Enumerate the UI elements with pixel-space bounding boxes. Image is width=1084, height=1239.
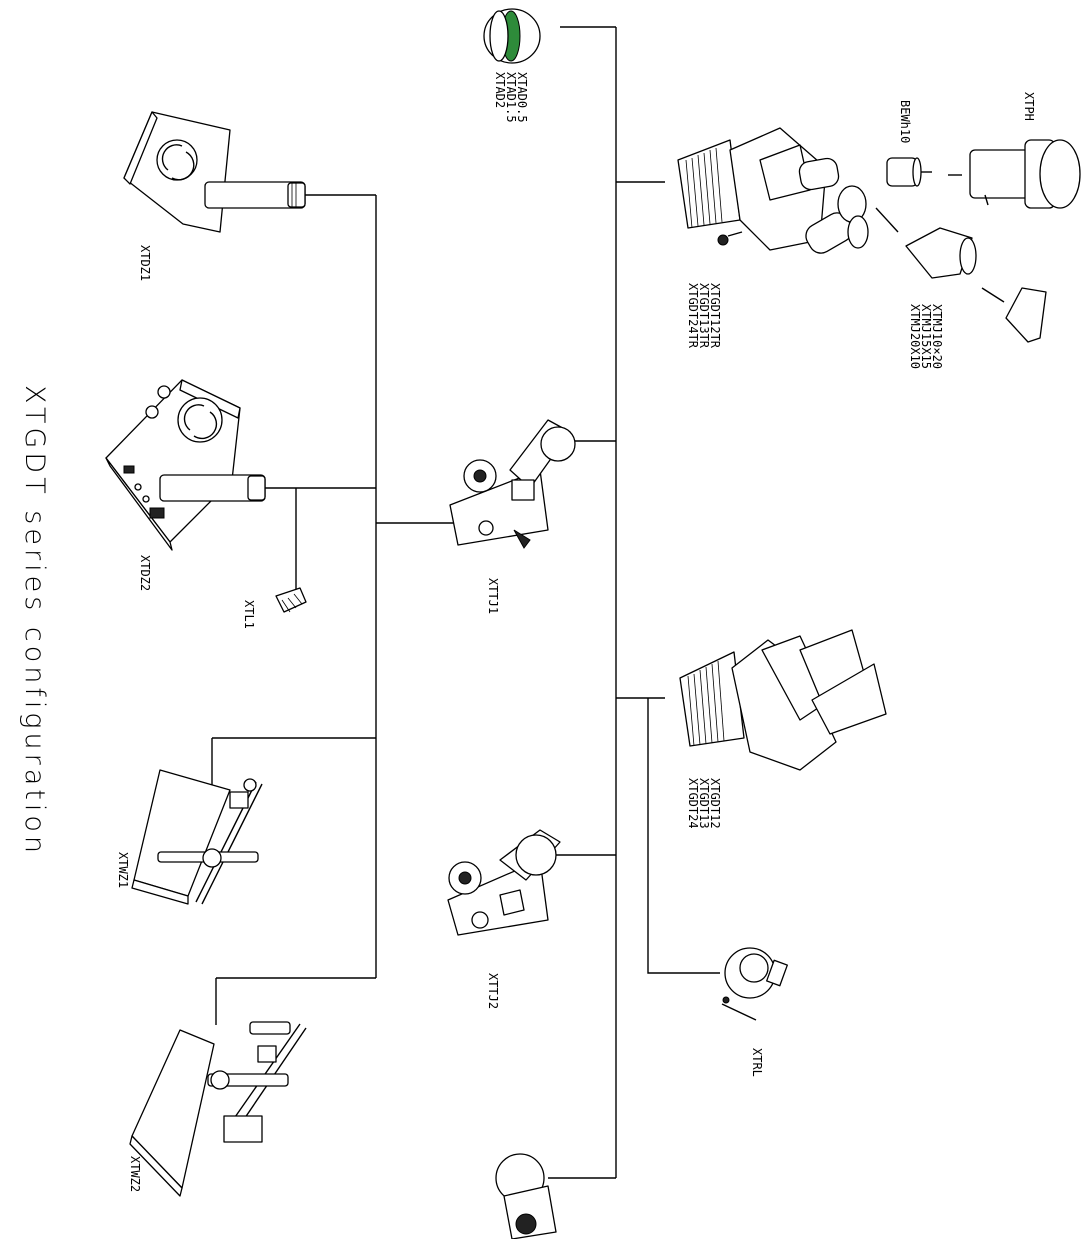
photo-adapter-icon <box>970 140 1080 208</box>
light-probe-icon <box>276 588 306 612</box>
label-arm-stand-2: XTWZ2 <box>129 1156 140 1192</box>
label-ring-light: XTRL <box>751 1048 762 1077</box>
label-eyepieces: XTMJ10×20 XTMJ15X15 XTMJ20X10 <box>909 304 942 369</box>
ring-light-icon <box>722 948 787 1020</box>
round-base-icon <box>124 112 305 232</box>
label-adapters: XTAD0.5 XTAD1.5 XTAD2 <box>494 72 527 123</box>
trinocular-head-icon <box>678 128 868 257</box>
label-trinocular-head: XTGDT12TR XTGDT13TR XTGDT24TR <box>687 283 720 348</box>
adapter-ring-icon <box>484 9 540 63</box>
label-light-probe: XTL1 <box>243 600 254 629</box>
binocular-head-icon <box>680 630 886 770</box>
connector-lines <box>212 27 1004 1178</box>
arm-stand-1-icon <box>132 770 262 904</box>
lighted-base-icon <box>106 380 265 550</box>
label-focus-mount-1: XTTJ1 <box>487 578 498 614</box>
label-ring-base: XTDZ1 <box>139 245 150 281</box>
arm-stand-2-icon <box>130 1022 306 1196</box>
label-arm-stand-1: XTWZ1 <box>117 852 128 888</box>
partial-head-icon <box>496 1154 556 1239</box>
label-light-base: XTDZ2 <box>139 555 150 591</box>
label-focus-mount-2: XTTJ2 <box>487 973 498 1009</box>
focus-mount-1-icon <box>450 420 575 548</box>
barlow-lens-icon <box>887 158 921 186</box>
diagram-title: XTGDT series configuration <box>19 385 50 857</box>
label-barlow: BEWh10 <box>899 100 910 143</box>
label-photo-adapter: XTPH <box>1023 92 1034 121</box>
label-binocular-head: XTGDT12 XTGDT13 XTGDT24 <box>687 778 720 829</box>
focus-mount-2-icon <box>448 830 560 935</box>
